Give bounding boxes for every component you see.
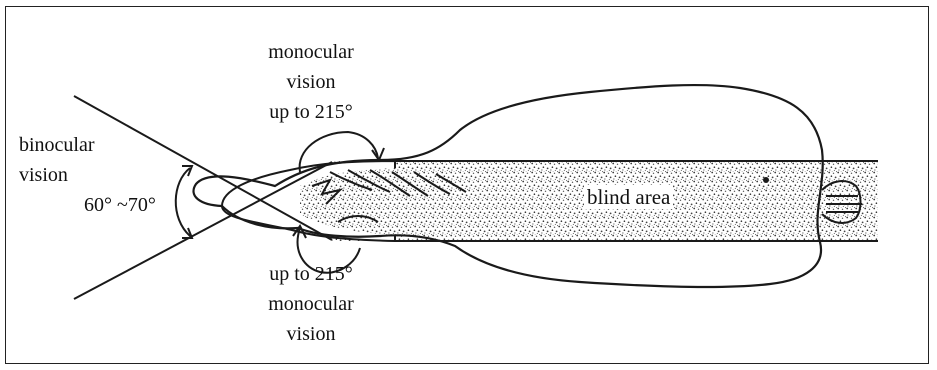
monocular-top-label-1: monocular — [256, 40, 366, 64]
monocular-top-label-3: up to 215° — [246, 100, 376, 124]
binocular-angle-label: 60° ~70° — [84, 193, 156, 217]
monocular-bottom-label-2: monocular — [256, 292, 366, 316]
monocular-top-label-2: vision — [256, 70, 366, 94]
binocular-angle-arc — [176, 168, 190, 236]
eye-spot — [763, 177, 769, 183]
blind-area-label: blind area — [584, 185, 673, 209]
binocular-label-1: binocular — [19, 133, 95, 157]
binocular-label-2: vision — [19, 163, 68, 187]
monocular-bottom-label-1: up to 215° — [246, 262, 376, 286]
monocular-bottom-label-3: vision — [256, 322, 366, 346]
